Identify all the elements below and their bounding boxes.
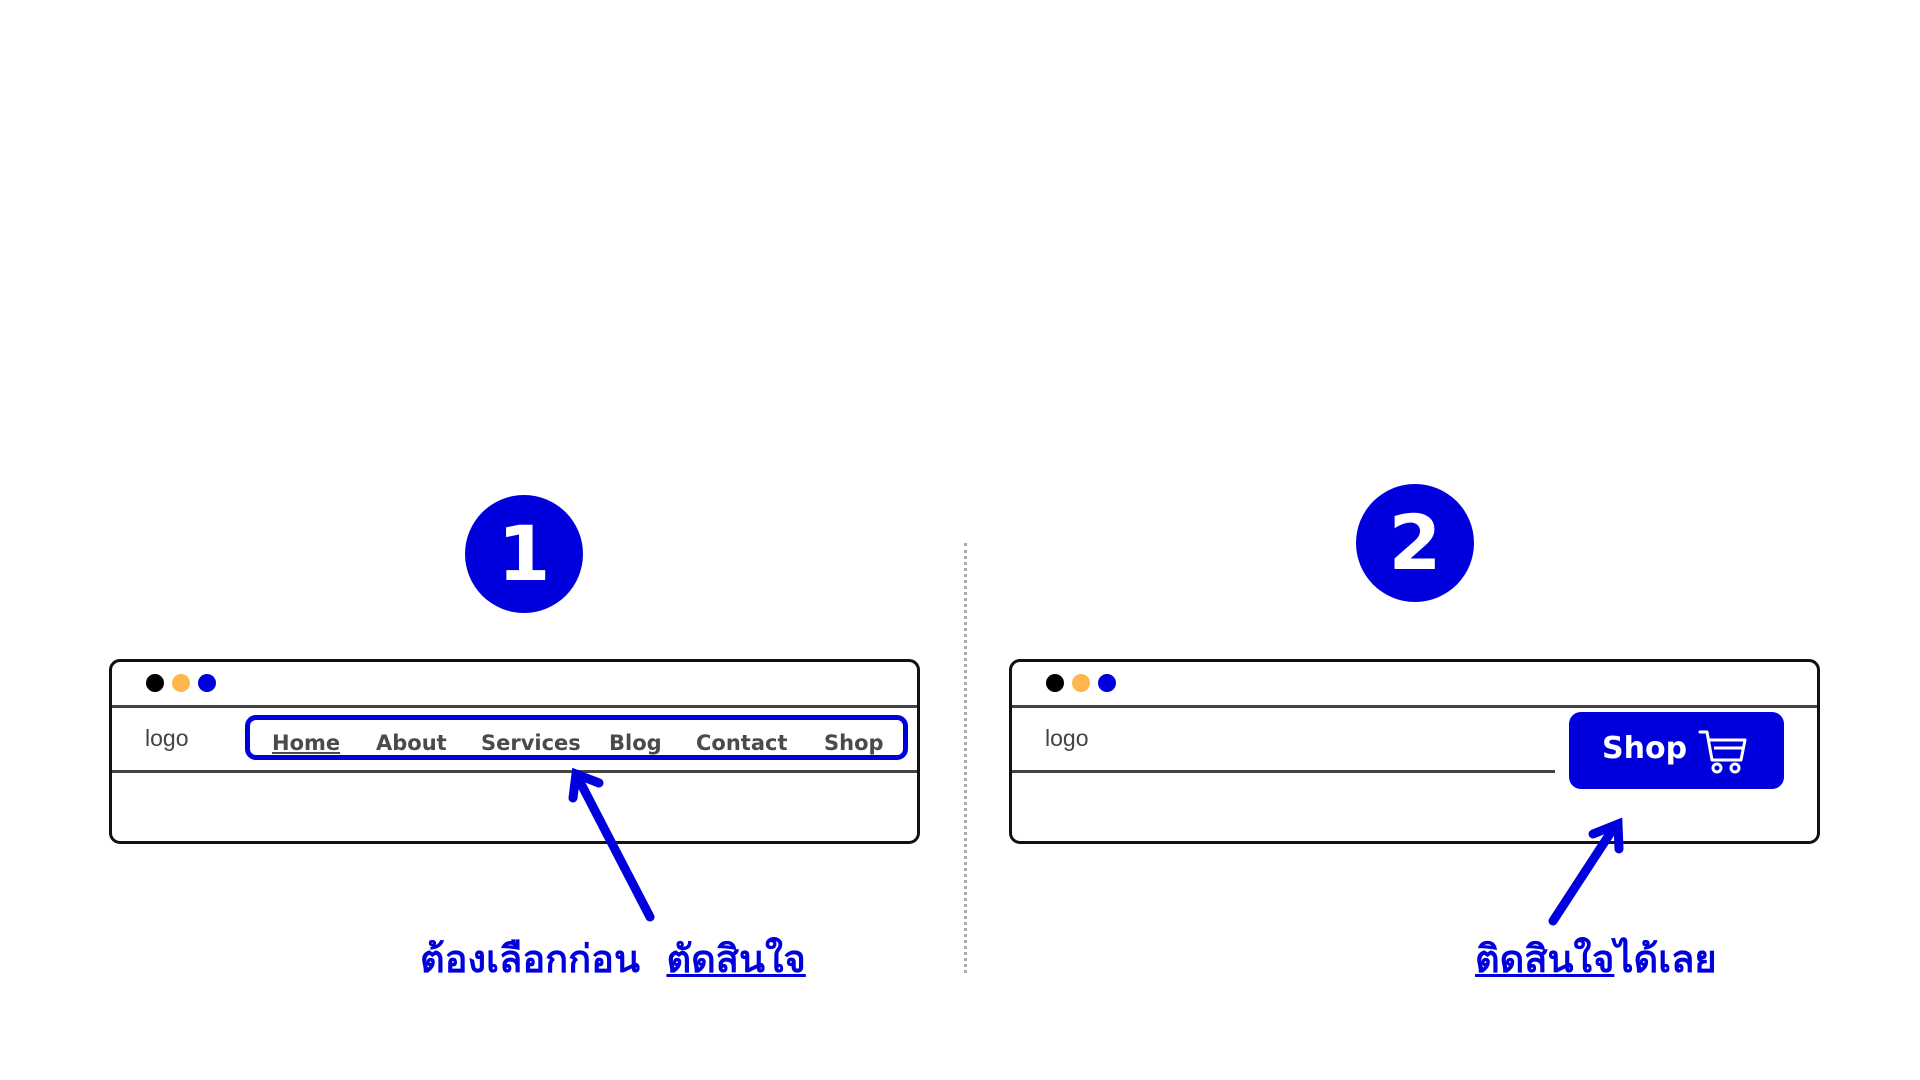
titlebar-divider [112, 705, 917, 708]
nav-divider [1012, 770, 1555, 773]
caption-2-plain: ได้เลย [1614, 937, 1717, 981]
menu-item-blog[interactable]: Blog [609, 731, 662, 755]
window-dots [1046, 674, 1116, 692]
shop-button-label: Shop [1602, 731, 1688, 766]
window-dots [146, 674, 216, 692]
dotted-divider [964, 543, 967, 973]
window-dot-black [1046, 674, 1064, 692]
caption-step-2: ติดสินใจได้เลย [1475, 928, 1717, 989]
menu-item-shop[interactable]: Shop [824, 731, 884, 755]
menu-item-home[interactable]: Home [272, 731, 341, 755]
shop-button[interactable]: Shop [1569, 712, 1784, 789]
caption-1-underlined: ตัดสินใจ [666, 937, 806, 981]
window-dot-orange [1072, 674, 1090, 692]
browser-mockup-1: logo Home About Services Blog Contact Sh… [109, 659, 920, 844]
window-dot-blue [198, 674, 216, 692]
caption-step-1: ต้องเลือกก่อน ตัดสินใจ [420, 928, 806, 989]
window-dot-blue [1098, 674, 1116, 692]
arrow-to-menu [568, 767, 655, 922]
menu-highlight-box [245, 715, 908, 760]
nav-divider [112, 770, 917, 773]
shopping-cart-icon [1698, 730, 1747, 774]
menu-item-contact[interactable]: Contact [696, 731, 788, 755]
browser-mockup-2: logo [1009, 659, 1820, 844]
step-number-2: 2 [1356, 484, 1474, 602]
logo-placeholder: logo [1045, 725, 1089, 751]
logo-placeholder: logo [145, 725, 189, 751]
menu-item-services[interactable]: Services [481, 731, 581, 755]
titlebar-divider [1012, 705, 1817, 708]
caption-2-underlined: ติดสินใจ [1475, 937, 1615, 981]
arrow-to-shop-button [1548, 817, 1624, 926]
window-dot-black [146, 674, 164, 692]
window-dot-orange [172, 674, 190, 692]
menu-item-about[interactable]: About [376, 731, 447, 755]
step-number-1: 1 [465, 495, 583, 613]
caption-1-plain: ต้องเลือกก่อน [420, 937, 640, 981]
